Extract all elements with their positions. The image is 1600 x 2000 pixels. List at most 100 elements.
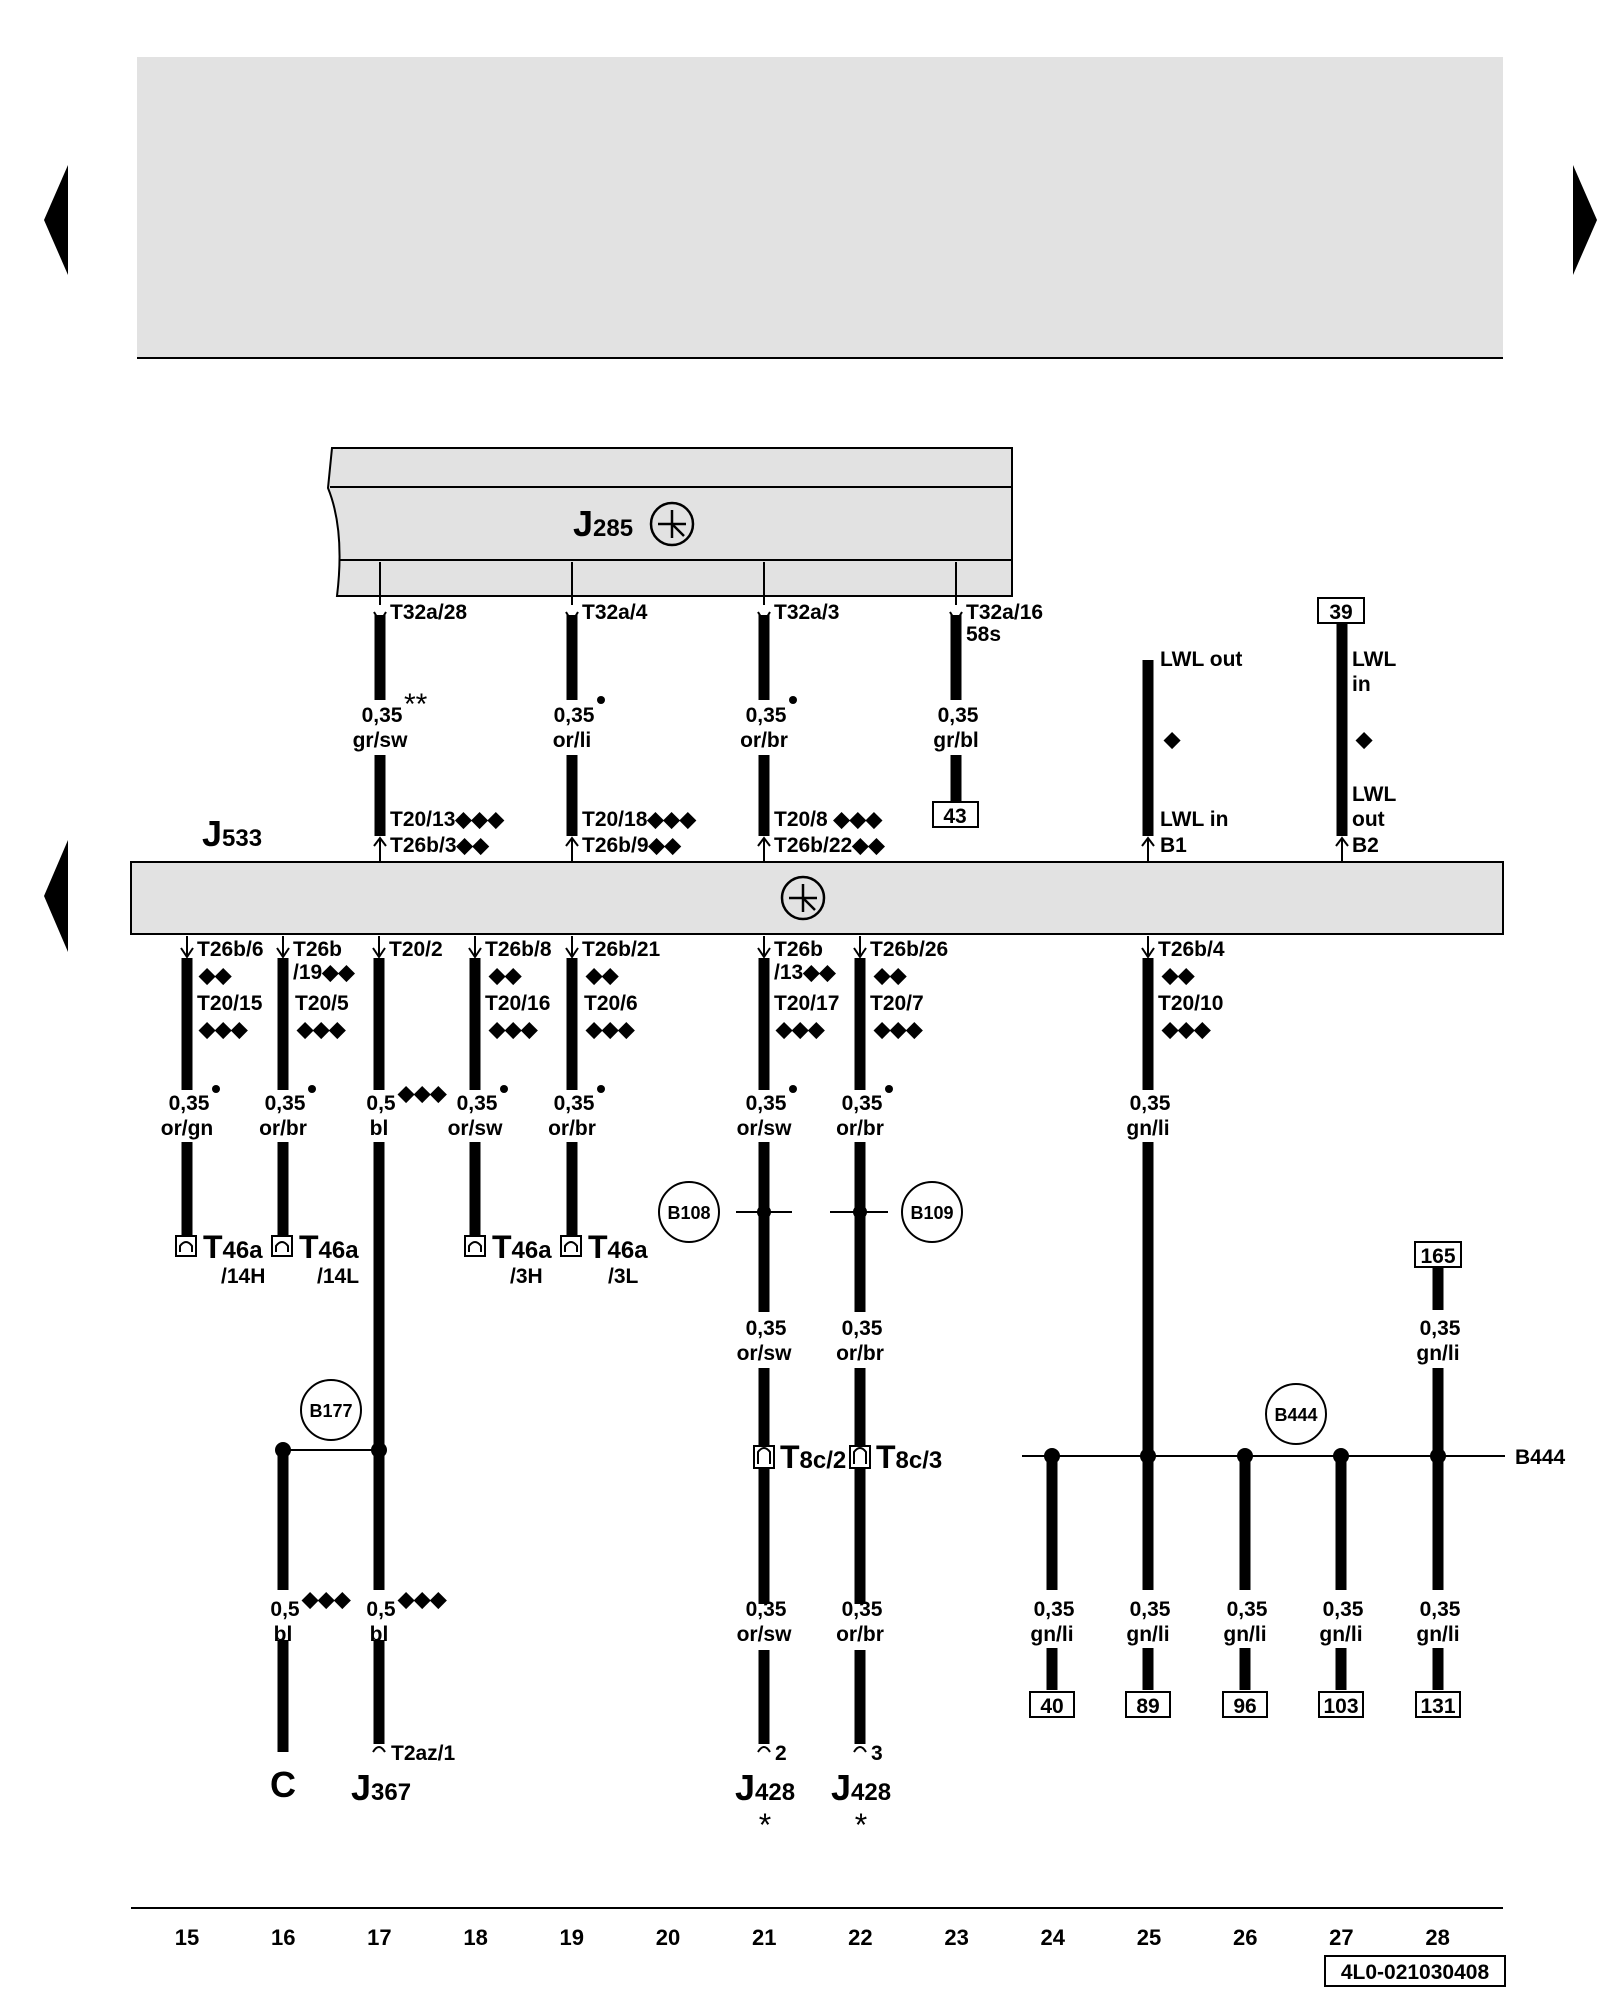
svg-text:103: 103 [1323,1695,1358,1718]
j533-can-icon [780,875,826,921]
svg-text:or/br: or/br [836,1117,884,1140]
j428-b-star: * [855,1807,867,1843]
svg-text:bl: bl [370,1117,389,1140]
can-bus-icon [649,501,695,547]
svg-text:◆◆: ◆◆ [488,964,522,987]
svg-text:gn/li: gn/li [1126,1117,1169,1140]
svg-text:gr/bl: gr/bl [933,729,979,752]
column-number: 27 [1329,1925,1353,1950]
svg-text:T46a: T46a [588,1229,648,1265]
svg-text:0,35: 0,35 [1130,1598,1171,1621]
svg-text:T26b/22◆◆: T26b/22◆◆ [774,834,885,857]
ref-43: 43 [943,805,966,828]
svg-text:0,35: 0,35 [362,704,403,727]
end-markers [372,1746,867,1753]
svg-text:/13◆◆: /13◆◆ [774,961,836,984]
svg-text:◆◆: ◆◆ [585,964,619,987]
pin-t2az-1: T2az/1 [391,1742,456,1765]
svg-text:89: 89 [1136,1695,1159,1718]
svg-text:0,35: 0,35 [746,1317,787,1340]
next-page-arrow[interactable] [1573,165,1597,275]
pin-t32a-28: T32a/28 [390,601,467,624]
svg-text:T26b: T26b [774,938,823,961]
ref-165: 165 [1420,1245,1455,1268]
prev-page-arrow[interactable] [44,165,68,275]
svg-text:T20/5: T20/5 [295,992,349,1015]
column-number: 26 [1233,1925,1257,1950]
t46a-connectors: T46a /14H T46a /14L T46a /3H T46a /3L [175,1229,648,1288]
column-number: 22 [848,1925,872,1950]
header-panel [137,57,1503,357]
lwl-out-label: LWL out [1160,648,1242,671]
lwl2-top-b: in [1352,673,1371,696]
svg-text:T26b/8: T26b/8 [485,938,552,961]
svg-text:bl: bl [274,1623,293,1646]
svg-text:0,35: 0,35 [1130,1092,1171,1115]
pin-t32a-4: T32a/4 [582,601,648,624]
svg-text:T46a: T46a [492,1229,552,1265]
svg-text:0,35: 0,35 [938,704,979,727]
c17-bottom-diamonds: ◆◆◆ [397,1588,447,1611]
svg-text:0,35: 0,35 [746,1092,787,1115]
svg-text:0,5: 0,5 [366,1092,396,1115]
svg-text:0,35: 0,35 [1034,1598,1075,1621]
svg-text:or/br: or/br [740,729,788,752]
component-j367: J367 [351,1767,411,1808]
svg-text:0,5: 0,5 [270,1598,300,1621]
mid-wires [758,1368,866,1744]
splice-b109: B109 [830,1181,963,1243]
j285-wires [374,562,1348,836]
pin-2: 2 [775,1742,787,1765]
column-number: 23 [944,1925,968,1950]
bus-nodes [1044,1448,1446,1464]
svg-text:or/br: or/br [836,1623,884,1646]
svg-text:0,35: 0,35 [265,1092,306,1115]
svg-text:/3L: /3L [608,1265,639,1288]
svg-text:T8c/2: T8c/2 [780,1439,846,1475]
svg-text:96: 96 [1233,1695,1256,1718]
svg-text:T20/13◆◆◆: T20/13◆◆◆ [390,808,505,831]
svg-text:or/sw: or/sw [737,1623,793,1646]
svg-text:◆◆: ◆◆ [198,964,232,987]
svg-text:T26b: T26b [293,938,342,961]
svg-text:B444: B444 [1515,1446,1566,1469]
svg-text:◆◆: ◆◆ [873,964,907,987]
note-double-star: ** [404,688,428,721]
svg-text:or/sw: or/sw [448,1117,504,1140]
svg-text:0,35: 0,35 [842,1092,883,1115]
splice-b108: B108 [658,1181,792,1243]
splice-b177: B177 [275,1379,387,1458]
svg-text:0,35: 0,35 [842,1598,883,1621]
lower-wire-labels: 0,35 or/gn 0,35 or/br 0,5 bl 0,35 or/sw … [161,1092,1171,1140]
svg-text:◆◆◆: ◆◆◆ [296,1018,346,1041]
svg-text:/19◆◆: /19◆◆ [293,961,355,984]
svg-text:T46a: T46a [299,1229,359,1265]
svg-text:or/gn: or/gn [161,1117,214,1140]
svg-text:gn/li: gn/li [1030,1623,1073,1646]
svg-text:0,35: 0,35 [746,704,787,727]
svg-text:/14H: /14H [221,1265,265,1288]
svg-text:B444: B444 [1274,1405,1317,1425]
svg-text:T20/17: T20/17 [774,992,839,1015]
column-number: 21 [752,1925,776,1950]
lower-wires [181,958,1154,1590]
j428-a-star: * [759,1807,771,1843]
upper-pin-labels: T20/13◆◆◆ T26b/3◆◆ T20/18◆◆◆ T26b/9◆◆ T2… [390,808,1379,857]
svg-text:0,35: 0,35 [1323,1598,1364,1621]
bottom-refs: 40 89 96 103 131 [1029,1691,1461,1718]
svg-text:or/li: or/li [553,729,592,752]
svg-text:gn/li: gn/li [1319,1623,1362,1646]
pin-3: 3 [871,1742,883,1765]
dot-mark [789,696,797,704]
lwl2-bot-b: out [1352,808,1385,831]
top-wire-labels: 0,35 gr/sw 0,35 or/li 0,35 or/br 0,35 gr… [353,704,979,752]
column-number: 25 [1137,1925,1161,1950]
splice-b444: B444 B444 [1022,1383,1566,1469]
pin-t32a-16: T32a/16 [966,601,1043,624]
svg-text:T20/8 ◆◆◆: T20/8 ◆◆◆ [774,808,883,831]
j285-label: J285 [573,503,633,544]
ref-43-box [932,801,979,828]
continue-left-arrow[interactable] [44,840,68,952]
column-number: 28 [1425,1925,1449,1950]
